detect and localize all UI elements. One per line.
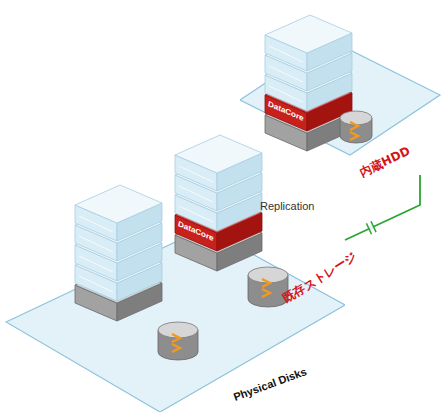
- platform-outline: [6, 228, 345, 412]
- platform-shape: [5, 228, 345, 412]
- light-server: [265, 15, 352, 71]
- replication-line: [345, 175, 420, 240]
- platform-outline: [240, 40, 440, 155]
- edge-label: Replication: [260, 200, 314, 212]
- light-server: [175, 135, 262, 191]
- light-server: [75, 185, 162, 241]
- platform-label: Physical Disks: [232, 365, 309, 403]
- disk-symbol: [248, 267, 288, 307]
- hdd-label: 内蔵HDD: [357, 143, 413, 181]
- disk-symbol: [158, 322, 198, 360]
- platform-region: 既存ストレージPhysical Disks: [5, 228, 345, 412]
- disk-symbol: [340, 111, 372, 143]
- logo-text: DataCore: [13, 38, 49, 62]
